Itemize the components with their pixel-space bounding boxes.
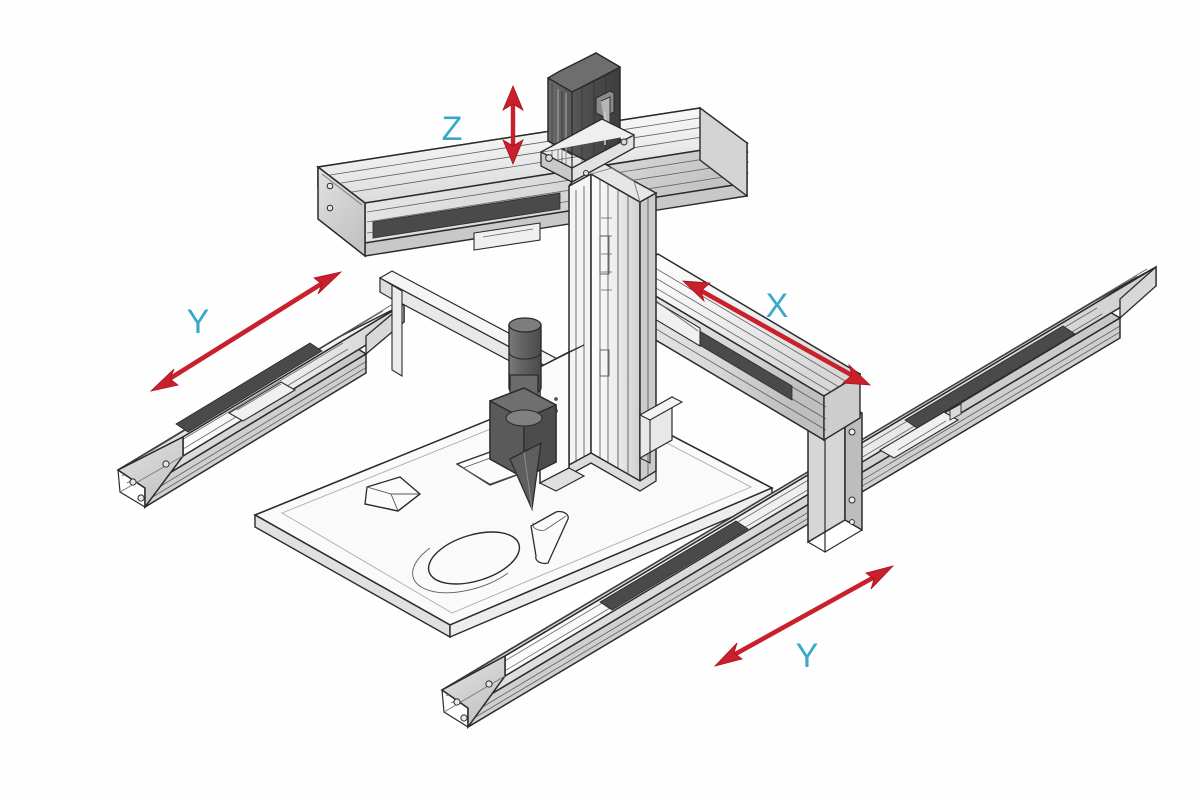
rail-y-right-carriage: [878, 403, 962, 459]
spindle: [489, 317, 557, 512]
tool-tip: [509, 441, 542, 512]
rail-y-left-endcap: [116, 435, 184, 510]
axis-label-x: X: [766, 287, 789, 325]
gantry-support-leg: [379, 277, 403, 377]
z-arrow: [502, 84, 524, 166]
axis-label-z: Z: [442, 110, 463, 148]
axis-label-y-left: Y: [187, 303, 210, 341]
feature-slot: [530, 510, 569, 565]
rail-x-rear-endcap: [317, 165, 366, 258]
rail-x-front: [620, 253, 862, 442]
z-column-mount: [638, 395, 684, 464]
rail-y-left: [116, 302, 405, 510]
feature-pentagon: [364, 476, 422, 512]
carriage-right: [807, 401, 863, 554]
feature-ellipse: [412, 531, 521, 594]
axis-label-y-front: Y: [796, 637, 819, 675]
y1-arrow: [149, 271, 343, 392]
rail-y-right-endcap: [440, 654, 506, 730]
z-motor: [540, 52, 635, 184]
x-arrow: [681, 280, 872, 386]
rail-y-left-carriage: [227, 381, 297, 422]
y2-arrow: [713, 565, 895, 667]
